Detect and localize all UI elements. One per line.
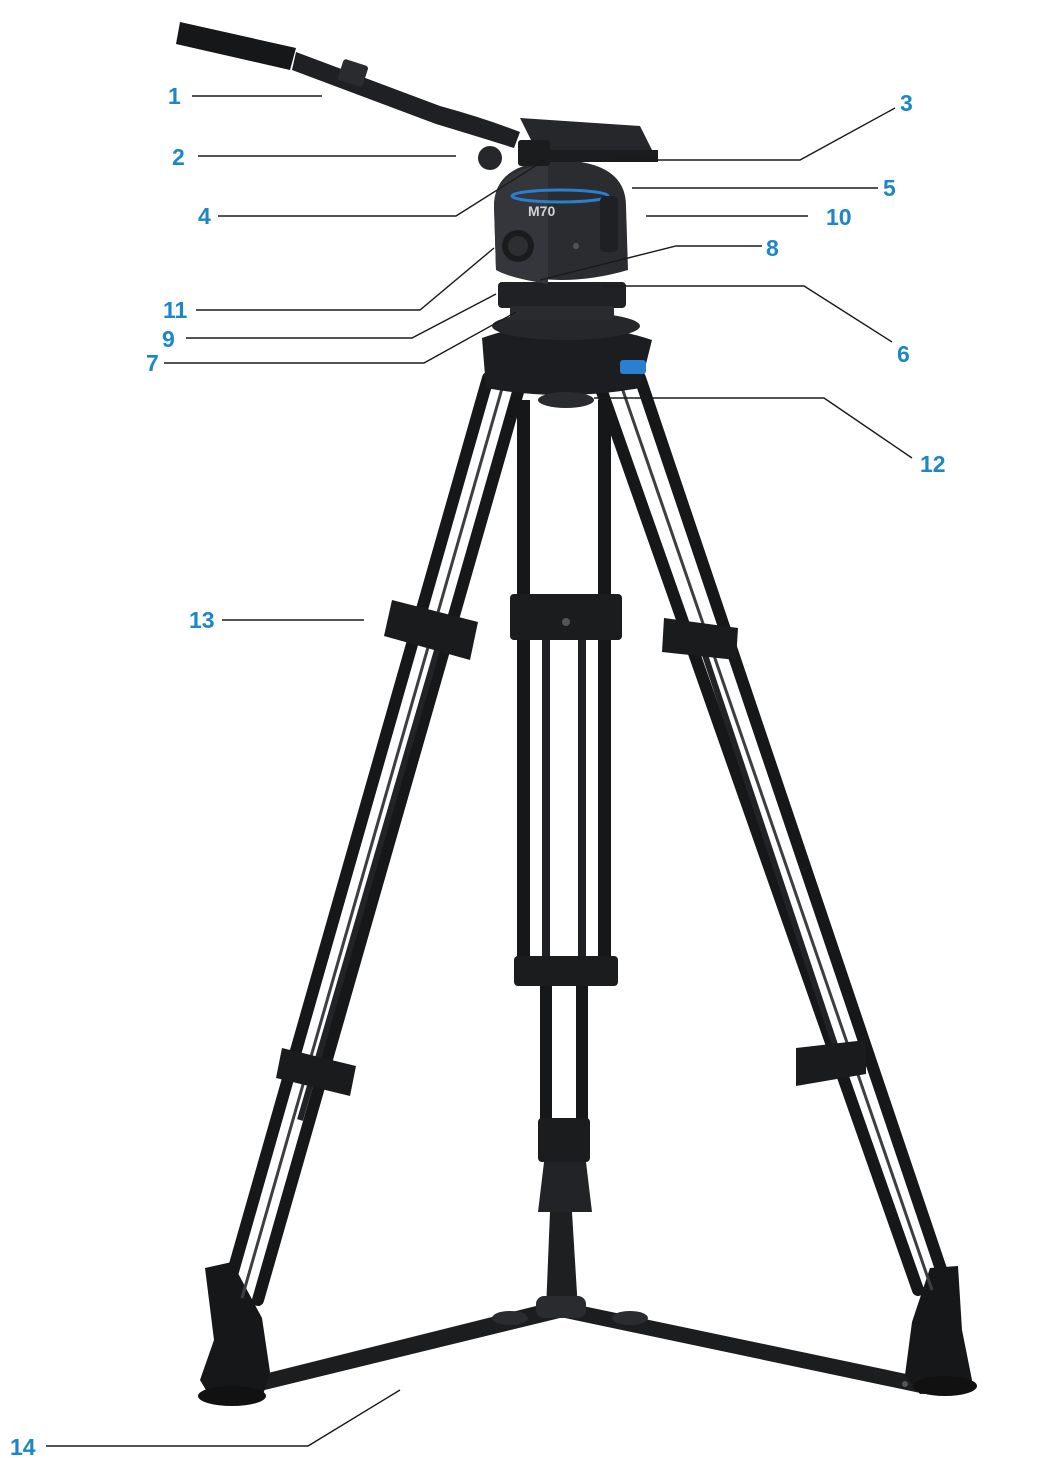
callout-label-12: 12 [920, 451, 946, 477]
leader-12 [594, 397, 913, 459]
leader-7 [164, 311, 517, 364]
leg-center [517, 400, 611, 1125]
pan-handle [176, 22, 520, 170]
callout-label-11: 11 [163, 297, 188, 323]
callout-label-13: 13 [189, 607, 215, 633]
callout-labels: 1 2 3 4 5 6 7 8 9 10 11 12 13 14 [10, 83, 946, 1458]
ground-spreader [228, 1212, 935, 1395]
callout-label-4: 4 [198, 203, 211, 229]
tripod-illustration: M70 [176, 22, 977, 1406]
fluid-head: M70 [494, 160, 628, 284]
leg-clamps-lower [276, 956, 866, 1212]
leader-6 [602, 285, 893, 343]
tripod-feet [198, 1262, 977, 1406]
callout-label-10: 10 [826, 204, 852, 230]
model-name: M70 [528, 203, 555, 219]
leg-clamps-upper [384, 594, 738, 660]
leader-14 [46, 1389, 401, 1447]
callout-label-9: 9 [162, 326, 175, 352]
leader-lines [46, 95, 913, 1447]
leader-8 [539, 245, 762, 281]
leader-3 [610, 107, 896, 161]
callout-label-1: 1 [168, 83, 181, 109]
camera-plate [518, 118, 658, 166]
callout-label-8: 8 [766, 235, 779, 261]
tripod-top-casting [482, 312, 652, 408]
callout-label-2: 2 [172, 144, 185, 170]
leg-right [594, 372, 954, 1296]
callout-label-6: 6 [897, 341, 910, 367]
callout-label-7: 7 [146, 350, 159, 376]
callout-label-14: 14 [10, 1434, 36, 1458]
leader-11 [196, 247, 495, 311]
callout-label-5: 5 [883, 175, 896, 201]
callout-label-3: 3 [900, 90, 913, 116]
leader-4 [218, 157, 549, 217]
leader-9 [186, 293, 497, 339]
leg-left [220, 372, 524, 1306]
bowl-adapter [498, 282, 626, 320]
